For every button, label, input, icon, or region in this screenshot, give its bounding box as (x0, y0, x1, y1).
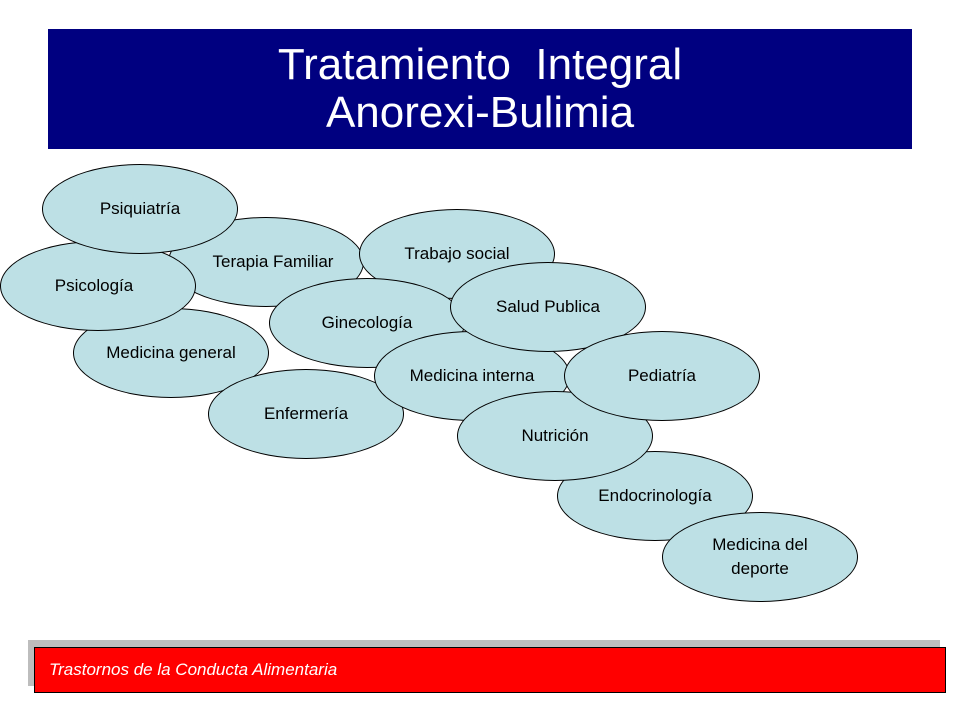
node-terapia-familiar: Terapia Familiar (168, 217, 364, 307)
footer-text: Trastornos de la Conducta Alimentaria (49, 660, 338, 679)
node-psicologia: Psicología (0, 241, 196, 331)
node-label: Trabajo social (404, 244, 510, 263)
title-banner: Tratamiento Integral Anorexi-Bulimia (48, 29, 912, 149)
node-label: Psiquiatría (99, 199, 181, 218)
node-label: Medicina interna (409, 366, 535, 385)
node-enfermeria: Enfermería (208, 369, 404, 459)
node-nutricion: Nutrición (457, 391, 653, 481)
node-label: Pediatría (627, 366, 697, 385)
node-label: Medicina del deporte (712, 535, 808, 578)
footer-bar: Trastornos de la Conducta Alimentaria (34, 647, 946, 693)
title-line-2: Anorexi-Bulimia (325, 88, 635, 137)
node-label: Ginecología (321, 313, 413, 332)
node-label: Salud Publica (496, 297, 600, 316)
title-line-1: Tratamiento Integral (277, 40, 683, 89)
node-label: Terapia Familiar (212, 252, 334, 271)
node-label: Nutrición (521, 426, 589, 445)
node-label: Enfermería (263, 404, 349, 423)
node-psiquiatria: Psiquiatría (42, 164, 238, 254)
node-label: Endocrinología (598, 486, 712, 505)
node-pediatria: Pediatría (564, 331, 760, 421)
node-medicina-deporte: Medicina del deporte (662, 512, 858, 602)
node-label: Psicología (54, 276, 134, 295)
node-label: Medicina general (106, 343, 236, 362)
